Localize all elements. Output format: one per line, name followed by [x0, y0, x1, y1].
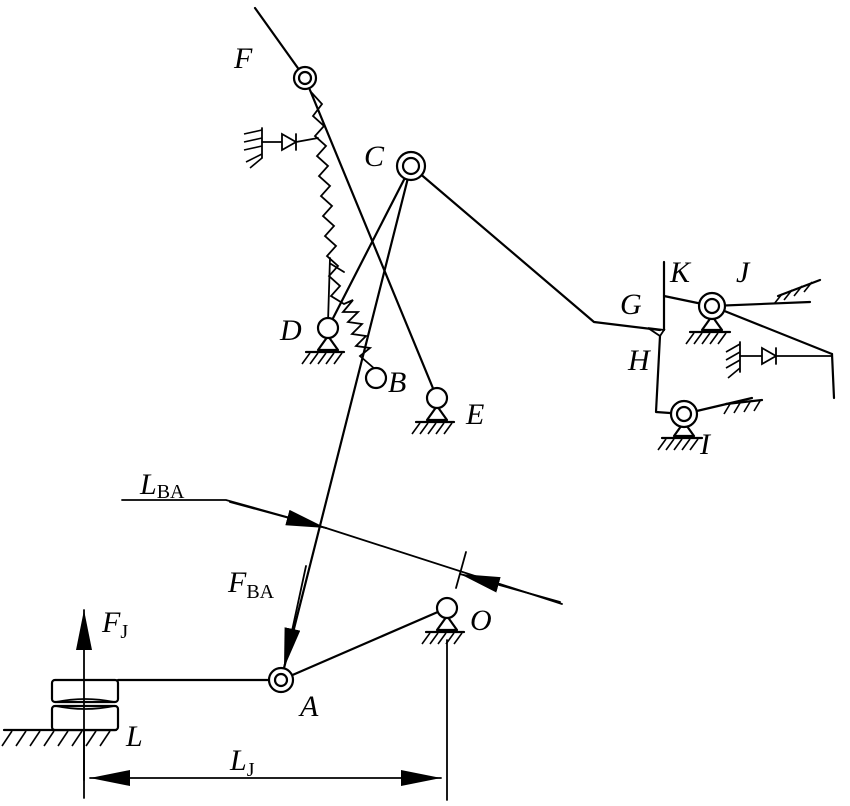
pin-E: [425, 386, 449, 410]
pin-I-inner: [675, 405, 693, 423]
link-C-A: [279, 164, 413, 682]
pin-A-inner: [273, 672, 289, 688]
label-A: A: [298, 690, 319, 723]
spring-coil: [310, 91, 377, 371]
pin-F-inner: [297, 70, 313, 86]
support-D: [301, 334, 346, 365]
link-J-ground: [710, 300, 812, 308]
tick-O: [455, 551, 467, 589]
link-F-E: [303, 76, 439, 400]
link-F-extension: [253, 6, 307, 80]
label-D: D: [279, 314, 302, 347]
pins: [267, 65, 727, 694]
label-F-J: FJ: [101, 606, 128, 643]
label-I: I: [699, 428, 712, 461]
links: [116, 6, 662, 682]
label-L-J: LJ: [229, 744, 255, 781]
contact-L: [50, 678, 120, 732]
label-K: K: [669, 256, 692, 289]
link-J-right: [710, 304, 834, 356]
dimensions: [76, 499, 563, 801]
damper-left: [243, 127, 319, 169]
label-L: L: [125, 720, 143, 753]
right-mechanism: [647, 260, 836, 416]
line-L-BA-arrow-right: [459, 573, 561, 603]
label-H: H: [627, 344, 652, 377]
pin-J-inner: [703, 297, 721, 315]
label-C: C: [364, 140, 385, 173]
spring-F-B: [310, 91, 377, 371]
support-O: [421, 614, 466, 645]
label-J: J: [736, 256, 751, 289]
support-E: [411, 404, 456, 435]
label-F: F: [233, 42, 253, 75]
label-B: B: [388, 366, 406, 399]
link-C-G: [409, 164, 662, 332]
arrow-F-BA: [283, 565, 307, 669]
pin-O: [435, 596, 459, 620]
spring-bracket-2: [327, 257, 331, 323]
ground-supports: [1, 314, 732, 747]
leader-L-BA: [121, 499, 327, 529]
label-F-BA: FBA: [227, 566, 275, 603]
support-L: [1, 728, 118, 747]
dimension-labels: LBA FBA FJ LJ: [101, 468, 275, 781]
support-J: [685, 314, 732, 345]
support-I: [657, 420, 704, 451]
label-O: O: [470, 604, 492, 637]
spring-bracket: [330, 263, 345, 273]
point-labels: F C D B E G K J H I O A L: [125, 42, 751, 753]
label-E: E: [465, 398, 484, 431]
link-A-O: [279, 606, 449, 682]
line-L-BA-arrow-left: [229, 501, 327, 529]
link-right-vertical: [830, 352, 836, 400]
link-C-D: [326, 164, 413, 330]
pin-B: [364, 366, 388, 390]
pin-C-inner: [401, 156, 421, 176]
label-G: G: [620, 288, 642, 321]
pin-D: [316, 316, 340, 340]
label-L-BA: LBA: [139, 468, 185, 503]
